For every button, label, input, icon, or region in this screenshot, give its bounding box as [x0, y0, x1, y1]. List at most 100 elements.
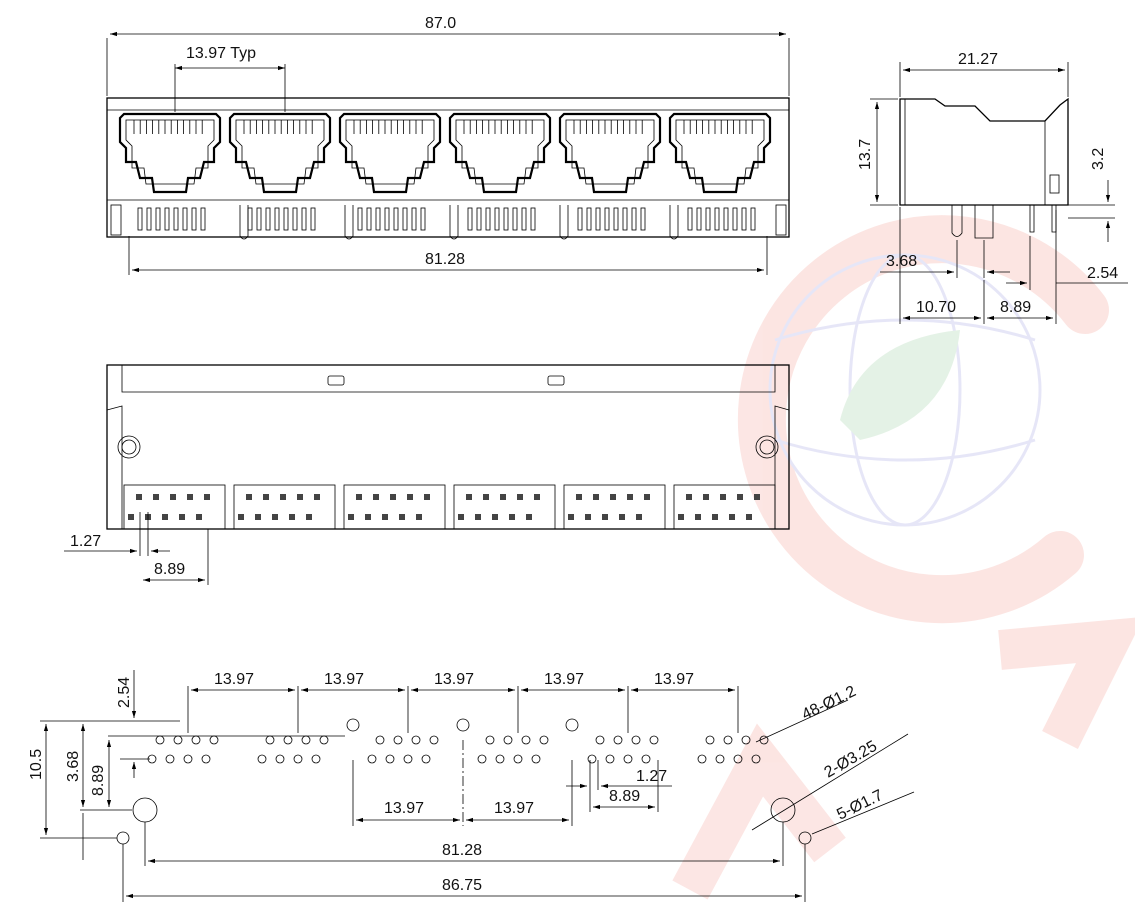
signal-hole	[751, 754, 761, 764]
bottom-pin-pad	[534, 494, 540, 500]
front-pin	[732, 207, 738, 231]
leader-line	[811, 791, 915, 835]
front-pin	[622, 207, 628, 231]
callout-post-holes: 2-Ø3.25	[822, 738, 881, 782]
front-pin	[750, 207, 756, 231]
bottom-pin-pad	[306, 514, 312, 520]
side-body-outline	[899, 97, 1069, 206]
signal-hole	[275, 754, 285, 764]
port-opening	[118, 112, 222, 194]
front-board-lock	[669, 205, 679, 240]
bottom-port-outline	[343, 484, 446, 530]
bottom-pin-pad	[204, 494, 210, 500]
bottom-pin-pad	[500, 494, 506, 500]
front-port	[668, 112, 772, 194]
bottom-port-outline	[123, 484, 226, 530]
bottom-pin-pad	[568, 514, 574, 520]
bottom-pin-pad	[289, 514, 295, 520]
front-shield-tab	[110, 204, 122, 236]
front-pin	[411, 207, 417, 231]
watermark-ring	[737, 215, 1109, 624]
port-opening	[338, 112, 442, 194]
side-latch	[1049, 174, 1060, 194]
port-inner	[455, 119, 545, 185]
front-pin	[521, 207, 527, 231]
front-pin	[512, 207, 518, 231]
bottom-pin-pad	[703, 494, 709, 500]
front-pin	[137, 207, 143, 231]
bottom-pin-pad	[602, 514, 608, 520]
bottom-pin-pad	[272, 514, 278, 520]
bottom-pin-pad	[314, 494, 320, 500]
bottom-port-block	[343, 484, 446, 530]
front-pin	[530, 207, 536, 231]
front-pin	[402, 207, 408, 231]
signal-hole	[311, 754, 321, 764]
side-pins	[1029, 205, 1057, 233]
dim-pin-pitch: 1.27	[70, 533, 101, 550]
bottom-pin-pad	[399, 514, 405, 520]
front-pin	[173, 207, 179, 231]
signal-hole	[595, 735, 605, 745]
front-pin	[741, 207, 747, 231]
bottom-pin-pad	[238, 514, 244, 520]
front-pin	[200, 207, 206, 231]
mounting-post	[117, 435, 141, 459]
watermark-swoosh	[998, 617, 1135, 749]
front-pin	[283, 207, 289, 231]
dim-row-span-fp: 8.89	[609, 788, 640, 805]
bottom-port-outline	[233, 484, 336, 530]
dim-pitch-top: 13.97	[214, 671, 254, 688]
signal-hole	[403, 754, 413, 764]
mounting-post	[755, 435, 779, 459]
dim-pin-length: 2.54	[1087, 265, 1118, 282]
bottom-pin-pad	[128, 514, 134, 520]
bottom-view: 1.27 8.89	[64, 364, 790, 585]
dim-pin-span: 81.28	[425, 251, 465, 268]
post-hole	[132, 797, 158, 823]
front-pin	[714, 207, 720, 231]
signal-hole	[503, 735, 513, 745]
signal-hole	[209, 735, 219, 745]
bottom-pin-pad	[644, 494, 650, 500]
signal-hole	[697, 754, 707, 764]
dim-standoff: 3.2	[1090, 148, 1107, 170]
bottom-pin-pad	[585, 514, 591, 520]
bottom-pin-pad	[280, 494, 286, 500]
front-pin	[705, 207, 711, 231]
signal-hole	[623, 754, 633, 764]
signal-hole	[165, 754, 175, 764]
signal-hole	[201, 754, 211, 764]
bottom-inner-edge	[121, 365, 776, 393]
signal-hole	[283, 735, 293, 745]
front-pin	[631, 207, 637, 231]
bottom-port-outline	[453, 484, 556, 530]
front-port	[228, 112, 332, 194]
bottom-pin-pad	[678, 514, 684, 520]
port-opening	[558, 112, 662, 194]
signal-hole	[605, 754, 615, 764]
signal-hole	[385, 754, 395, 764]
dim-post-span: 81.28	[442, 842, 482, 859]
signal-hole	[485, 735, 495, 745]
signal-hole	[641, 754, 651, 764]
dim-depth: 21.27	[958, 51, 998, 68]
bottom-port-outline	[563, 484, 666, 530]
signal-hole	[421, 754, 431, 764]
bottom-pin-pad	[246, 494, 252, 500]
signal-hole	[513, 754, 523, 764]
bottom-pin-pad	[187, 494, 193, 500]
bottom-port-block	[123, 484, 226, 530]
front-pin	[604, 207, 610, 231]
port-inner	[565, 119, 655, 185]
bottom-port-block	[453, 484, 556, 530]
bottom-pin-pad	[627, 494, 633, 500]
dim-to-post: 10.5	[28, 749, 45, 780]
port-opening	[448, 112, 552, 194]
front-pin	[485, 207, 491, 231]
watermark-leaf	[840, 330, 960, 440]
front-pin	[164, 207, 170, 231]
port-inner	[675, 119, 765, 185]
signal-hole	[521, 735, 531, 745]
